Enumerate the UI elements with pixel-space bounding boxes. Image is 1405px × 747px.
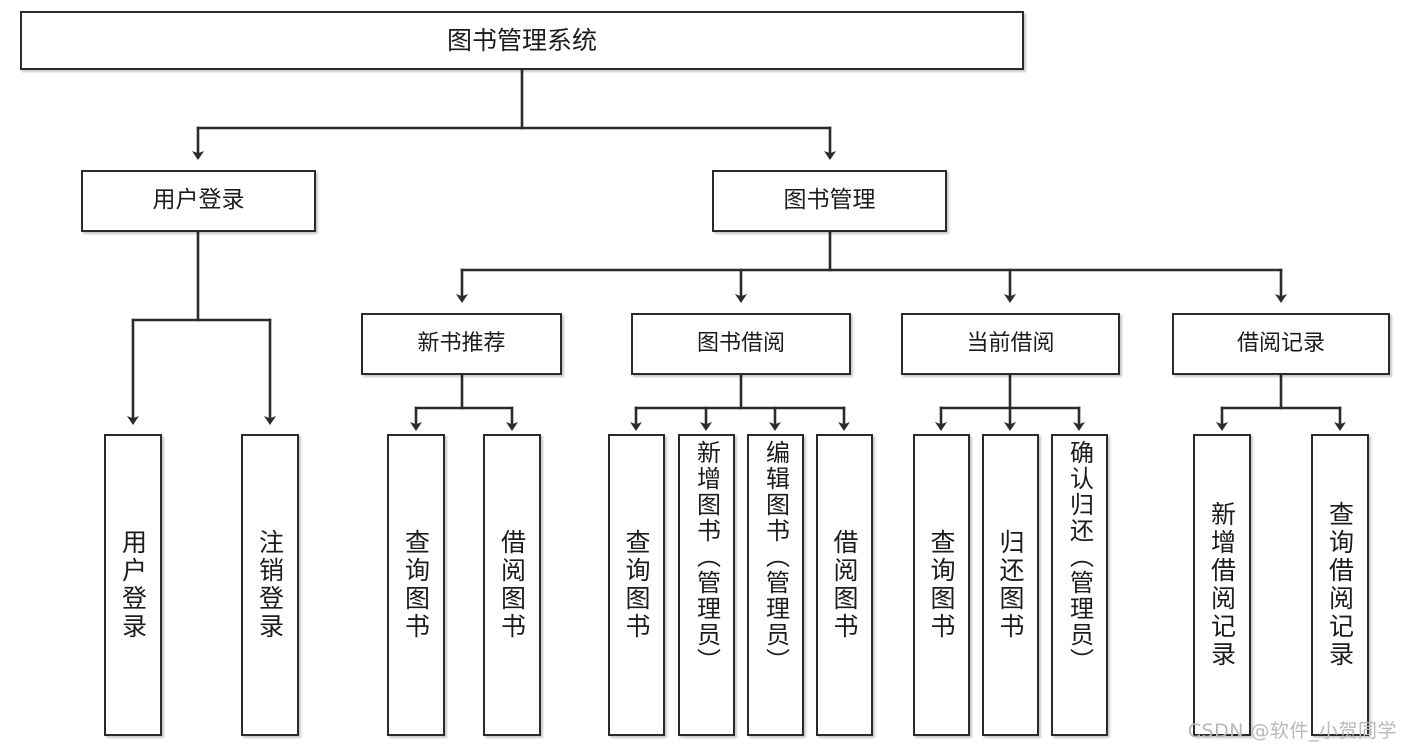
node-label: 新增图书（管理员） xyxy=(692,440,721,674)
node-label: 编辑图书（管理员） xyxy=(761,440,790,674)
node-label: 用户登录 xyxy=(152,187,245,214)
leaf-add-borrow-record[interactable]: 新增借阅记录 xyxy=(1193,434,1251,736)
leaf-user-login[interactable]: 用户登录 xyxy=(104,434,162,736)
node-label: 查询图书 xyxy=(401,529,431,641)
node-borrow-record[interactable]: 借阅记录 xyxy=(1172,313,1390,375)
leaf-add-book-admin[interactable]: 新增图书（管理员） xyxy=(678,434,735,736)
leaf-query-book-borrow[interactable]: 查询图书 xyxy=(608,434,665,736)
leaf-confirm-return-admin[interactable]: 确认归还（管理员） xyxy=(1051,434,1108,736)
node-label: 借阅图书 xyxy=(830,529,859,641)
node-label: 图书管理系统 xyxy=(446,25,597,55)
leaf-borrow-book-newbook[interactable]: 借阅图书 xyxy=(483,434,541,736)
node-label: 查询图书 xyxy=(622,529,651,641)
leaf-query-book-current[interactable]: 查询图书 xyxy=(913,434,970,736)
node-label: 图书借阅 xyxy=(696,330,785,356)
node-new-book-recommend[interactable]: 新书推荐 xyxy=(361,313,562,375)
node-label: 查询图书 xyxy=(927,529,956,641)
leaf-borrow-book[interactable]: 借阅图书 xyxy=(816,434,873,736)
node-label: 确认归还（管理员） xyxy=(1065,440,1094,674)
node-book-borrow[interactable]: 图书借阅 xyxy=(631,313,851,375)
node-label: 图书管理 xyxy=(783,187,876,214)
node-label: 用户登录 xyxy=(118,529,148,641)
leaf-query-book-newbook[interactable]: 查询图书 xyxy=(387,434,445,736)
node-book-management[interactable]: 图书管理 xyxy=(712,170,947,232)
node-user-login[interactable]: 用户登录 xyxy=(81,170,316,232)
leaf-edit-book-admin[interactable]: 编辑图书（管理员） xyxy=(747,434,804,736)
node-label: 查询借阅记录 xyxy=(1325,501,1355,669)
node-label: 借阅图书 xyxy=(497,529,527,641)
node-label: 归还图书 xyxy=(996,529,1025,641)
node-label: 新书推荐 xyxy=(417,330,506,356)
leaf-return-book[interactable]: 归还图书 xyxy=(982,434,1039,736)
leaf-logout[interactable]: 注销登录 xyxy=(241,434,299,736)
node-label: 注销登录 xyxy=(255,529,285,641)
node-label: 当前借阅 xyxy=(966,330,1055,356)
leaf-query-borrow-record[interactable]: 查询借阅记录 xyxy=(1311,434,1369,736)
node-label: 借阅记录 xyxy=(1236,330,1325,356)
node-root-library-system[interactable]: 图书管理系统 xyxy=(20,11,1024,70)
node-label: 新增借阅记录 xyxy=(1207,501,1237,669)
csdn-watermark: CSDN @软件_小贺同学 xyxy=(1187,720,1397,742)
node-current-borrow[interactable]: 当前借阅 xyxy=(901,313,1120,375)
